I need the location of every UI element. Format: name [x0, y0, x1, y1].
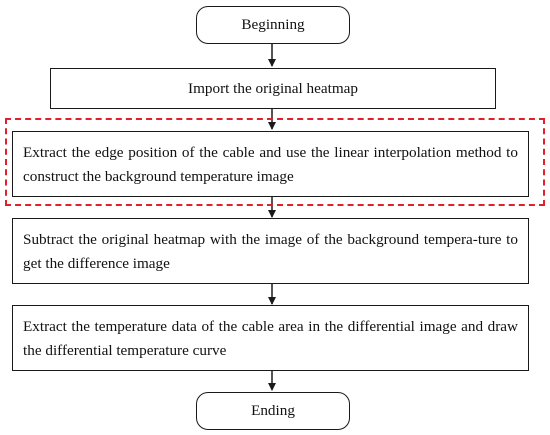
highlight-dashed-frame [5, 118, 545, 206]
step-subtract-difference-image-label: Subtract the original heatmap with the i… [23, 231, 518, 272]
step-import-heatmap-label: Import the original heatmap [188, 79, 358, 97]
step-subtract-difference-image: Subtract the original heatmap with the i… [12, 218, 529, 284]
start-terminal: Beginning [196, 6, 350, 44]
step-extract-edge-background: Extract the edge position of the cable a… [12, 131, 529, 197]
step-import-heatmap: Import the original heatmap [50, 68, 496, 109]
end-label: Ending [251, 402, 295, 419]
step-extract-temperature-curve-label: Extract the temperature data of the cabl… [23, 318, 518, 359]
step-extract-temperature-curve: Extract the temperature data of the cabl… [12, 305, 529, 371]
end-terminal: Ending [196, 392, 350, 430]
start-label: Beginning [241, 16, 305, 33]
step-extract-edge-background-label: Extract the edge position of the cable a… [23, 144, 518, 185]
